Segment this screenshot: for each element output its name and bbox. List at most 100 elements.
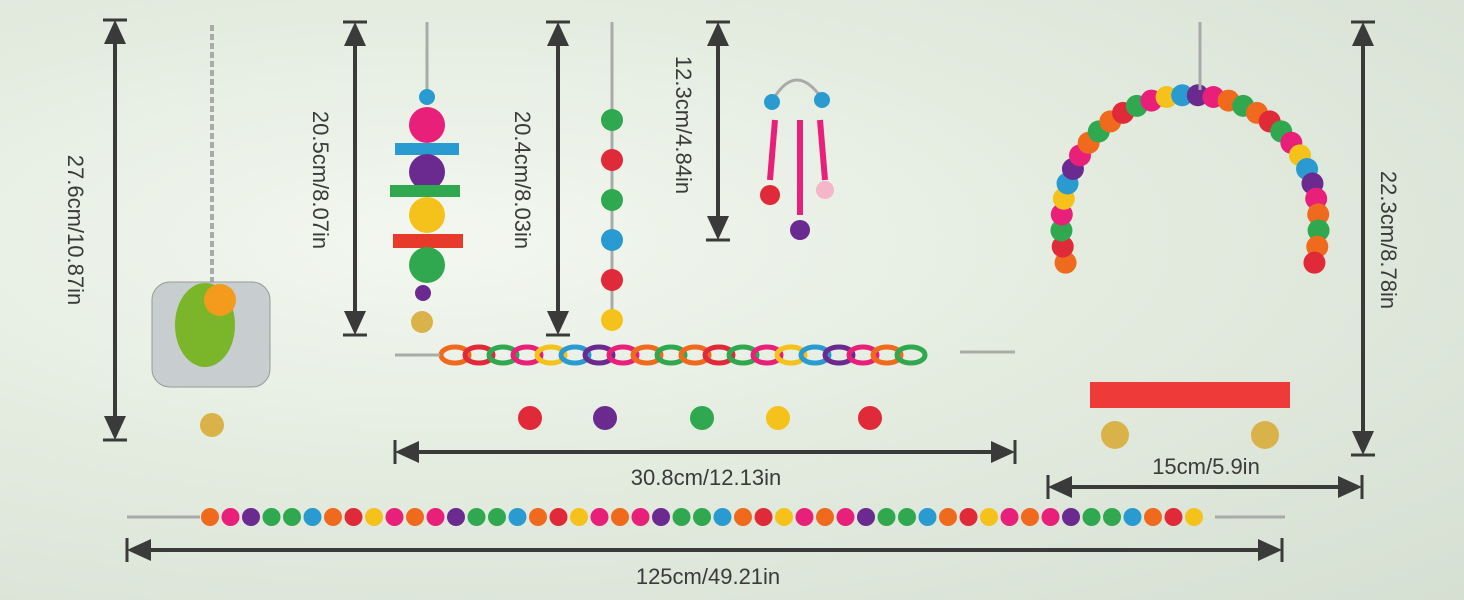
bead (1303, 251, 1326, 274)
bead (426, 508, 445, 526)
bead (734, 508, 752, 526)
rattan-ball (409, 107, 445, 143)
bead (764, 94, 780, 110)
bead (262, 508, 281, 526)
bell (593, 406, 617, 430)
hanging-bell-dimension: 12.3cm/4.84in (671, 55, 696, 195)
bead (508, 508, 527, 526)
chain-link (870, 344, 904, 366)
wood-block (390, 185, 460, 197)
chain-link (606, 344, 640, 366)
bead (959, 508, 978, 526)
arrowhead (1258, 539, 1282, 561)
bead (1144, 508, 1162, 526)
bead (1051, 235, 1074, 258)
bead (1185, 508, 1203, 526)
bead (795, 508, 814, 526)
bead (775, 508, 793, 526)
bead (1062, 508, 1080, 526)
bead (816, 508, 834, 526)
rattan-ball (409, 154, 445, 190)
bead (590, 508, 609, 526)
bead (836, 508, 855, 526)
chain-link (510, 344, 544, 366)
arrowhead (1352, 22, 1374, 46)
bead (1082, 508, 1101, 526)
wood-block (393, 234, 463, 248)
wood-block (395, 143, 459, 155)
bead (1307, 219, 1330, 242)
bead (488, 508, 506, 526)
bead (652, 508, 670, 526)
arrowhead (547, 22, 569, 46)
bead (406, 508, 424, 526)
swing-width-dimension: 15cm/5.9in (1152, 454, 1260, 479)
chain-link (534, 344, 568, 366)
bell (601, 149, 623, 171)
arrowhead (1048, 476, 1072, 498)
bead-string-dimension: 125cm/49.21in (635, 564, 781, 589)
arrowhead (547, 311, 569, 335)
bell (411, 311, 433, 333)
arrowhead (707, 22, 729, 46)
parrot-head (204, 284, 236, 316)
arrowhead (344, 311, 366, 335)
chain-link (702, 344, 736, 366)
bead (1123, 508, 1142, 526)
bead (570, 508, 588, 526)
bell (601, 229, 623, 251)
bead (1050, 219, 1073, 242)
bead (1103, 508, 1121, 526)
bell (690, 406, 714, 430)
bell (858, 406, 882, 430)
bead (713, 508, 732, 526)
bead (877, 508, 896, 526)
chain-link (438, 344, 472, 366)
bead (415, 285, 431, 301)
bead (549, 508, 568, 526)
arrowhead (344, 22, 366, 46)
bell (601, 109, 623, 131)
bead (242, 508, 260, 526)
chain-link (558, 344, 592, 366)
bell (518, 406, 542, 430)
arrowhead (395, 441, 419, 463)
chain-link (846, 344, 880, 366)
arrowhead (1352, 431, 1374, 455)
bead (221, 508, 240, 526)
bead (631, 508, 650, 526)
bead (1307, 203, 1330, 226)
arrowhead (104, 416, 126, 440)
chain-link (630, 344, 664, 366)
plastic-links (767, 119, 828, 215)
bell (760, 185, 780, 205)
bead (467, 508, 486, 526)
chain-link (774, 344, 808, 366)
bell (200, 413, 224, 437)
rattan-toy-dimension: 20.5cm/8.07in (308, 110, 333, 250)
chain-link (654, 344, 688, 366)
bead (324, 508, 342, 526)
bell (1251, 421, 1279, 449)
bead (672, 508, 691, 526)
chain-link (726, 344, 760, 366)
chain-link (582, 344, 616, 366)
rattan-ball (409, 247, 445, 283)
bead (611, 508, 629, 526)
bead (529, 508, 547, 526)
bead (201, 508, 219, 526)
bead (1171, 84, 1194, 107)
chain-link (894, 344, 928, 366)
bead (754, 508, 773, 526)
bead (1000, 508, 1019, 526)
bell (766, 406, 790, 430)
chain-link (678, 344, 712, 366)
bead (1164, 508, 1183, 526)
bead (385, 508, 404, 526)
chain-link (798, 344, 832, 366)
bell-chain-dimension: 20.4cm/8.03in (510, 110, 535, 250)
bead (283, 508, 301, 526)
arrowhead (127, 539, 151, 561)
bead (939, 508, 957, 526)
